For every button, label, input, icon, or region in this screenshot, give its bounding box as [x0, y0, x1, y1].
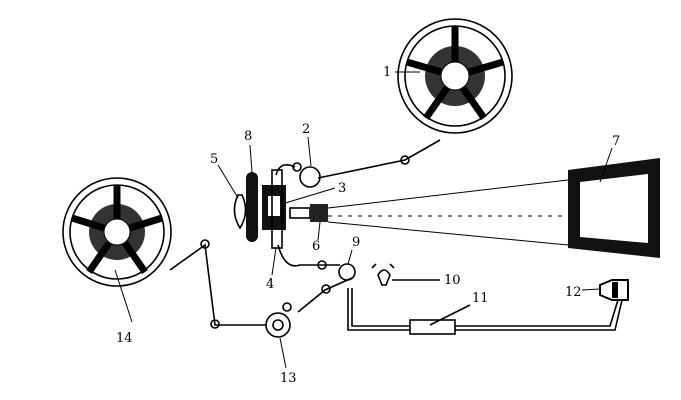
label-5: 5: [210, 152, 218, 167]
supply-reel: [397, 18, 513, 134]
takeup-reel: [62, 177, 172, 287]
light-beam: [327, 179, 569, 246]
label-12: 12: [565, 285, 582, 300]
leader-lines: [114, 71, 613, 369]
label-7: 7: [612, 134, 620, 149]
film-path: [169, 139, 441, 338]
label-2: 2: [302, 122, 310, 137]
label-3: 3: [338, 181, 346, 196]
label-1: 1: [383, 65, 391, 80]
label-9: 9: [352, 235, 360, 250]
part-labels: 1 2 3 4 5 6 7 8 9 10 11 12 13 14: [116, 65, 620, 386]
projection-lens: [289, 204, 328, 222]
label-4: 4: [266, 277, 274, 292]
exciter-lamp: [371, 263, 440, 286]
lamp-assembly: [233, 169, 286, 249]
label-11: 11: [472, 291, 489, 306]
sound-circuit: [347, 279, 629, 335]
label-10: 10: [444, 273, 461, 288]
label-8: 8: [244, 129, 252, 144]
screen: [568, 158, 660, 258]
label-6: 6: [312, 239, 320, 254]
label-13: 13: [280, 371, 297, 386]
label-14: 14: [116, 331, 133, 346]
